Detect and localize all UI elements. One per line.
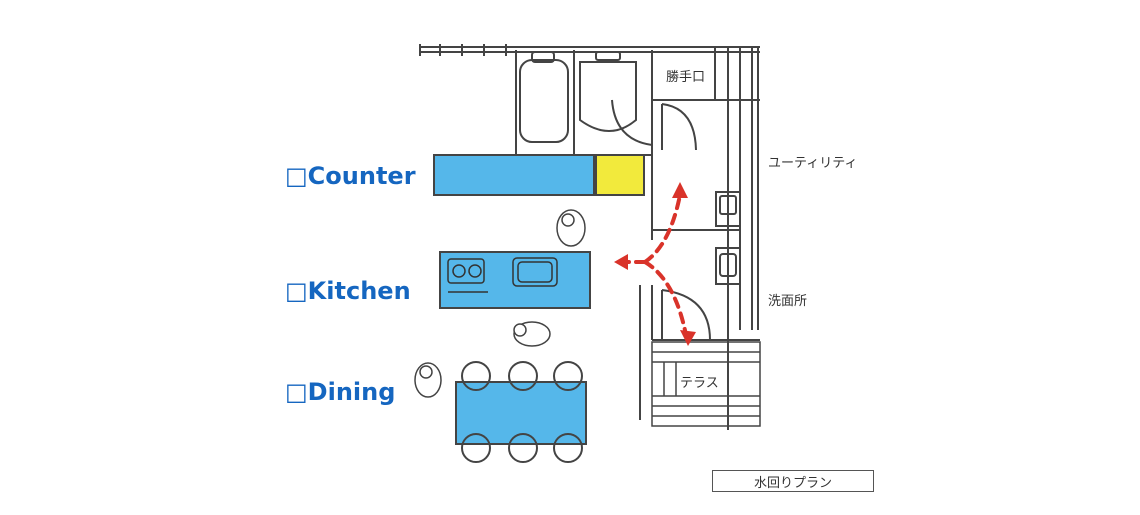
- person-icon: [414, 209, 586, 398]
- counter-block: [433, 154, 595, 196]
- top-wall: [419, 44, 760, 56]
- chair-icon: [461, 361, 583, 463]
- utility-area: [639, 47, 760, 430]
- back-door-label: 勝手口: [666, 70, 706, 85]
- plan-caption: 水回りプラン: [712, 470, 874, 492]
- utility-label: ユーティリティ: [768, 156, 858, 171]
- kitchen-island: [439, 251, 591, 309]
- bathroom: [515, 50, 653, 156]
- counter-yellow-block: [595, 154, 645, 196]
- terrace-deck: [651, 341, 761, 427]
- dining-set: [455, 361, 587, 463]
- sink-icon: [579, 61, 637, 132]
- bathtub-icon: [519, 59, 569, 143]
- kitchen-label: □Kitchen: [285, 277, 411, 305]
- terrace-label: テラス: [678, 372, 721, 391]
- dining-label: □Dining: [285, 378, 396, 406]
- sink-icon: [512, 257, 558, 287]
- washroom-label: 洗面所: [768, 294, 808, 309]
- counter-label: □Counter: [285, 162, 416, 190]
- stove-icon: [447, 258, 488, 293]
